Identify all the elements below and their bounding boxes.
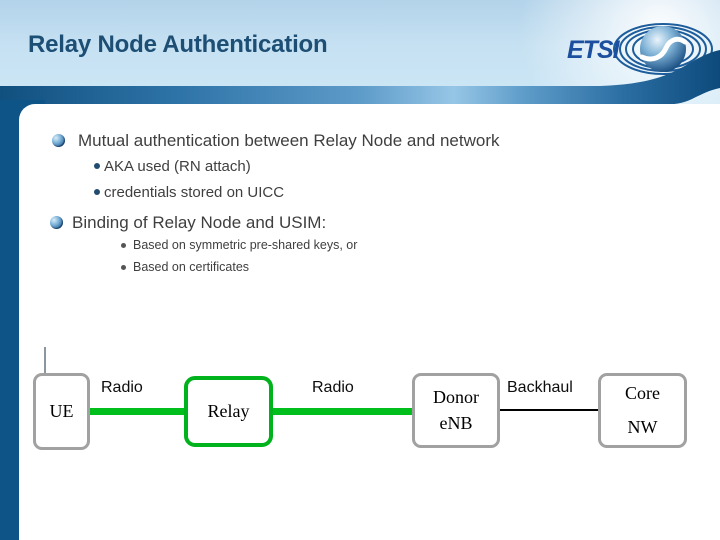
node-relay: Relay: [184, 376, 273, 447]
content-area: [19, 104, 720, 540]
bullet-1-sub-2: credentials stored on UICC: [104, 184, 285, 201]
bullet-1: Mutual authentication between Relay Node…: [78, 131, 500, 150]
link-radio-2: [273, 408, 412, 415]
link-label-backhaul: Backhaul: [507, 379, 573, 396]
sub-bullet-dot-icon: [121, 243, 126, 248]
node-relay-label: Relay: [207, 401, 250, 421]
link-label-radio-1: Radio: [101, 379, 143, 396]
node-core-line-2: NW: [627, 417, 658, 437]
bullet-2-sub-2: Based on certificates: [133, 260, 250, 274]
globe-bullet-icon: [50, 216, 63, 229]
link-radio-1: [90, 408, 184, 415]
globe-icon: [613, 23, 713, 75]
node-ue: UE: [33, 373, 90, 450]
connector-tick: [44, 347, 46, 374]
link-label-radio-2: Radio: [312, 379, 354, 396]
node-core-nw: Core NW: [598, 373, 687, 448]
globe-bullet-icon: [52, 134, 65, 147]
left-frame-stripe: [0, 100, 19, 540]
sub-bullet-dot-icon: [94, 189, 100, 195]
page-title: Relay Node Authentication: [28, 31, 328, 58]
node-donor-line-2: eNB: [439, 413, 473, 433]
etsi-logo: ETSI: [567, 23, 713, 75]
bullet-2: Binding of Relay Node and USIM:: [72, 213, 327, 232]
bullet-1-sub-1: AKA used (RN attach): [104, 158, 251, 175]
node-ue-label: UE: [49, 401, 74, 421]
header-swoosh-bar: [0, 50, 720, 105]
node-donor-line-1: Donor: [433, 387, 479, 407]
node-donor-enb: Donor eNB: [412, 373, 500, 448]
etsi-logo-text: ETSI: [567, 36, 621, 64]
bullet-2-sub-1: Based on symmetric pre-shared keys, or: [133, 238, 358, 252]
link-backhaul: [500, 409, 598, 411]
sub-bullet-dot-icon: [94, 163, 100, 169]
node-core-line-1: Core: [625, 383, 660, 403]
sub-bullet-dot-icon: [121, 265, 126, 270]
